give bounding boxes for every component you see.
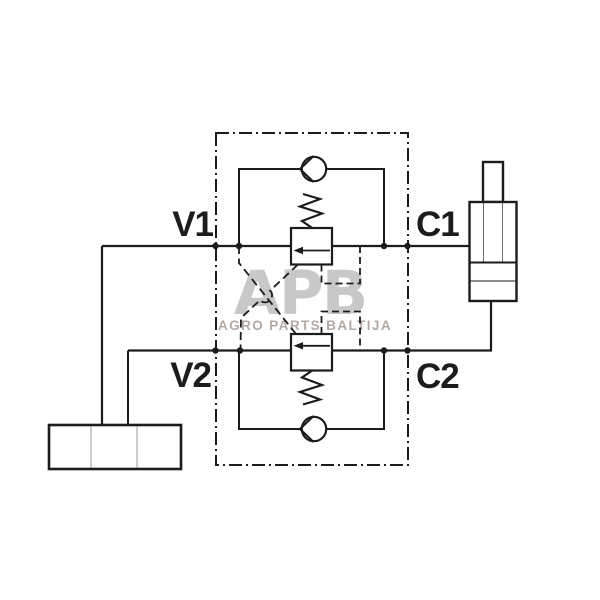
port-label-v2: V2 bbox=[170, 356, 211, 395]
valve-block-outline bbox=[47, 423, 183, 471]
check-ball-bottom bbox=[300, 415, 328, 443]
check-valve-bottom bbox=[238, 350, 385, 443]
junction-dot bbox=[236, 347, 244, 354]
directional-valve-block bbox=[47, 423, 183, 471]
port-label-v1: V1 bbox=[172, 205, 213, 244]
pilot-line-v2-to-top-valve bbox=[239, 263, 299, 351]
cylinder-body bbox=[468, 200, 518, 303]
check-seat-top bbox=[298, 155, 315, 183]
junction-dot bbox=[404, 242, 411, 250]
watermark-subtitle-text: AGRO PARTS BALTIJA bbox=[218, 318, 392, 333]
watermark-logo-text: APB bbox=[234, 258, 366, 329]
counterbalance-valve-bottom bbox=[289, 332, 334, 406]
junction-dot bbox=[380, 347, 388, 354]
spring-bottom bbox=[296, 369, 326, 406]
port-label-c1: C1 bbox=[416, 205, 459, 244]
check-seat-bottom bbox=[298, 415, 315, 443]
watermark: APB AGRO PARTS BALTIJA bbox=[218, 258, 392, 333]
junction-dot bbox=[212, 347, 219, 354]
junction-dot bbox=[380, 242, 388, 250]
junction-dot bbox=[212, 242, 219, 250]
pilot-line-c1-to-top-valve bbox=[320, 246, 361, 285]
cylinder-rod bbox=[481, 160, 505, 204]
junction-dots bbox=[212, 242, 411, 354]
valve-body-boundary bbox=[215, 132, 409, 466]
pilot-line-v1-to-bottom-valve bbox=[238, 246, 297, 335]
hydraulic-cylinder bbox=[468, 160, 518, 303]
check-valve-top bbox=[238, 155, 385, 246]
flow-arrow-head-top bbox=[293, 246, 303, 255]
junction-dot bbox=[235, 242, 243, 250]
port-label-c2: C2 bbox=[416, 357, 459, 396]
pilot-line-c2-to-bottom-valve bbox=[320, 310, 361, 350]
check-ball-top bbox=[300, 155, 328, 183]
flow-arrow-head-bottom bbox=[293, 342, 303, 350]
crossed-pilot-lines bbox=[238, 246, 361, 351]
counterbalance-valve-top bbox=[289, 192, 334, 266]
valve-square-bottom bbox=[289, 332, 334, 372]
port-labels: V1 C1 V2 C2 bbox=[170, 205, 460, 396]
boundary-rect bbox=[215, 132, 409, 466]
line-v2-c2 bbox=[128, 301, 493, 352]
spring-top bbox=[296, 192, 326, 230]
junction-dot bbox=[404, 347, 411, 354]
valve-square-top bbox=[289, 226, 334, 266]
